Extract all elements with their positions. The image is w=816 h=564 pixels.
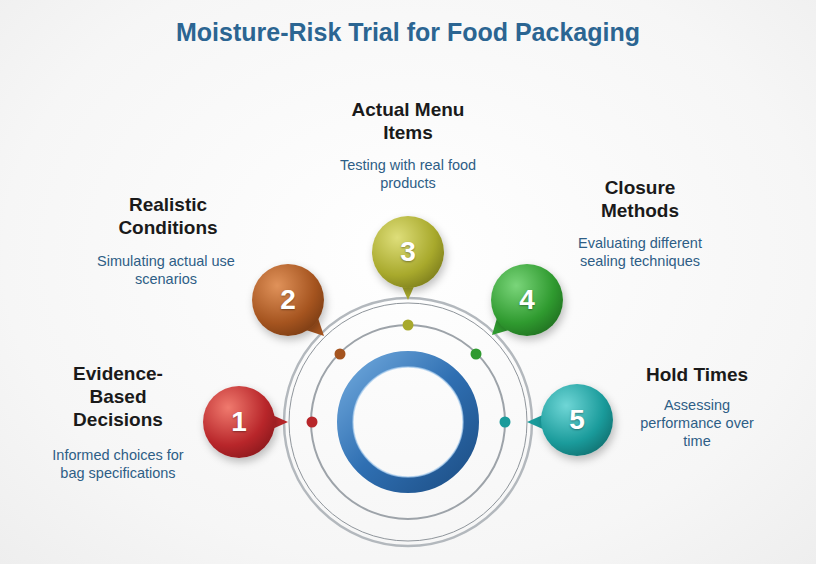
numbered-sphere: 5Hold TimesAssessing performance over ti…	[541, 384, 613, 456]
ring-dot	[335, 349, 346, 360]
numbered-sphere: 2Realistic ConditionsSimulating actual u…	[252, 264, 324, 336]
ring-dot	[403, 320, 414, 331]
numbered-sphere: 3Actual Menu ItemsTesting with real food…	[372, 216, 444, 288]
step-description: Assessing performance over time	[635, 396, 760, 450]
step-description: Informed choices for bag specifications	[43, 446, 193, 482]
ring-dot	[500, 417, 511, 428]
step-description: Testing with real food products	[338, 156, 478, 192]
center-ring-highlight	[353, 367, 463, 477]
callout-number: 4	[491, 264, 563, 336]
step-description: Simulating actual use scenarios	[96, 252, 236, 288]
numbered-sphere: 4Closure MethodsEvaluating different sea…	[491, 264, 563, 336]
outer-ring	[289, 303, 527, 541]
step-heading: Evidence-Based Decisions	[48, 362, 188, 431]
step-heading: Actual Menu Items	[333, 98, 483, 144]
diagram-title: Moisture-Risk Trial for Food Packaging	[0, 18, 816, 47]
callout-number: 2	[252, 264, 324, 336]
outer-ring	[284, 298, 532, 546]
ring-dot	[471, 349, 482, 360]
step-heading: Hold Times	[617, 363, 777, 386]
ring-dot	[307, 417, 318, 428]
middle-ring	[311, 325, 505, 519]
callout-number: 1	[203, 386, 275, 458]
callout-number: 3	[372, 216, 444, 288]
center-ring	[345, 359, 471, 485]
step-heading: Closure Methods	[573, 176, 708, 222]
numbered-sphere: 1Evidence-Based DecisionsInformed choice…	[203, 386, 275, 458]
step-description: Evaluating different sealing techniques	[578, 234, 703, 270]
step-heading: Realistic Conditions	[88, 193, 248, 239]
callout-number: 5	[541, 384, 613, 456]
